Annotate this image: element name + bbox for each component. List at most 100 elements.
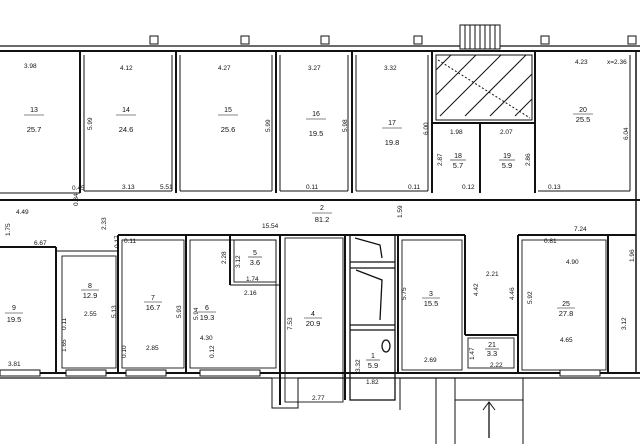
room-6-area: 19.3 [200, 313, 215, 322]
dim-label: 5.99 [265, 119, 272, 132]
dim-label: 6.04 [623, 127, 630, 140]
dim-label: x=2.36 [607, 59, 627, 66]
dim-label: 2.22 [490, 362, 503, 369]
dim-label: 4.12 [120, 65, 133, 72]
dim-label: 2.07 [500, 129, 513, 136]
dim-label: 5.94 [193, 307, 200, 320]
dim-label: 3.13 [122, 184, 135, 191]
room-9-number: 9 [12, 305, 16, 312]
room-labels: 13 25.7 14 24.6 15 25.6 16 19.5 17 19.8 … [5, 107, 593, 370]
dim-label: 0.45 [72, 185, 85, 192]
top-stair [459, 24, 501, 50]
inner-outlines [61, 237, 607, 403]
room-9-area: 19.5 [7, 315, 22, 324]
dim-label: 6.67 [34, 240, 47, 247]
dim-label: 1.74 [246, 276, 259, 283]
dim-label: 3.98 [24, 63, 37, 70]
room-2-area: 81.2 [315, 215, 330, 224]
dim-label: 7.53 [287, 317, 294, 330]
room-6-number: 6 [205, 305, 209, 312]
room-25-area: 27.8 [559, 309, 574, 318]
dim-label: 2.69 [424, 357, 437, 364]
room-14-number: 14 [122, 107, 130, 114]
dim-label: 1.65 [61, 339, 68, 352]
top-row-walls [0, 51, 640, 201]
room-8-number: 8 [88, 283, 92, 290]
dim-label: 5.13 [111, 305, 118, 318]
outer-walls [0, 45, 640, 379]
dim-label: 2.21 [486, 271, 499, 278]
dim-label: 3.32 [355, 359, 362, 372]
room-20-area: 25.5 [576, 115, 591, 124]
dim-label: 3.12 [621, 317, 628, 330]
dim-label: 1.59 [397, 205, 404, 218]
dim-label: 1.96 [629, 249, 636, 262]
stair-hatch [435, 54, 533, 121]
dim-label: 2.28 [221, 251, 228, 264]
entrance [271, 377, 524, 444]
dim-label: 0.11 [306, 184, 319, 191]
room-2-number: 2 [320, 205, 324, 212]
room-7-number: 7 [151, 295, 155, 302]
dim-label: 2.55 [84, 311, 97, 318]
room-13-number: 13 [30, 107, 38, 114]
dim-label: 4.90 [566, 259, 579, 266]
dimension-labels: 3.98 4.12 4.27 3.27 3.32 4.23 x=2.36 5.9… [5, 59, 636, 402]
room-17-number: 17 [388, 120, 396, 127]
dim-label: 0.12 [209, 345, 216, 358]
room-20-number: 20 [579, 107, 587, 114]
dim-label: 7.24 [574, 226, 587, 233]
dim-label: 3.27 [308, 65, 321, 72]
room-21-number: 21 [488, 342, 496, 349]
dim-label: 3.12 [235, 255, 242, 268]
room-4-number: 4 [311, 311, 315, 318]
room-16-area: 19.5 [309, 129, 324, 138]
room-5-area: 3.6 [250, 258, 260, 267]
room-18-area: 5.7 [453, 161, 463, 170]
dim-label: 5.99 [87, 117, 94, 130]
dim-label: 2.16 [244, 290, 257, 297]
dim-label: 4.49 [16, 209, 29, 216]
dim-label: 0.12 [462, 184, 475, 191]
middle-walls [0, 234, 636, 405]
room-14-area: 24.6 [119, 125, 134, 134]
room-25-number: 25 [562, 301, 570, 308]
dim-label: 5.51 [160, 184, 173, 191]
dim-label: 6.00 [423, 122, 430, 135]
room-21-area: 3.3 [487, 349, 497, 358]
dim-label: 0.10 [121, 345, 128, 358]
room-18-number: 18 [454, 153, 462, 160]
room-13-area: 25.7 [27, 125, 42, 134]
dim-label: 0.13 [548, 184, 561, 191]
dim-label: 0.34 [73, 193, 80, 206]
dim-label: 0.11 [61, 317, 68, 330]
room-4-area: 20.9 [306, 319, 321, 328]
dim-label: 15.54 [262, 223, 279, 230]
room-17-area: 19.8 [385, 138, 400, 147]
windows-bottom [0, 369, 601, 377]
dim-label: 0.11 [124, 238, 137, 245]
dim-label: 2.33 [101, 217, 108, 230]
room-8-area: 12.9 [83, 291, 98, 300]
room-16-number: 16 [312, 111, 320, 118]
columns-top [149, 35, 637, 45]
dim-label: 5.93 [176, 305, 183, 318]
dim-label: 5.75 [401, 287, 408, 300]
dim-label: 2.87 [437, 153, 444, 166]
room-3-area: 15.5 [424, 299, 439, 308]
dim-label: 4.23 [575, 59, 588, 66]
dim-label: 1.82 [366, 379, 379, 386]
room-19-area: 5.9 [502, 161, 512, 170]
room-1-number: 1 [371, 353, 375, 360]
dim-label: 1.47 [469, 347, 476, 360]
dim-label: 2.85 [146, 345, 159, 352]
dim-label: 4.30 [200, 335, 213, 342]
dim-label: 0.11 [408, 184, 421, 191]
dim-label: 5.98 [342, 119, 349, 132]
dim-label: 1.75 [5, 223, 12, 236]
room-15-area: 25.6 [221, 125, 236, 134]
room-1-area: 5.9 [368, 361, 378, 370]
room-7-area: 16.7 [146, 303, 161, 312]
room-19-number: 19 [503, 153, 511, 160]
dim-label: 1.98 [450, 129, 463, 136]
